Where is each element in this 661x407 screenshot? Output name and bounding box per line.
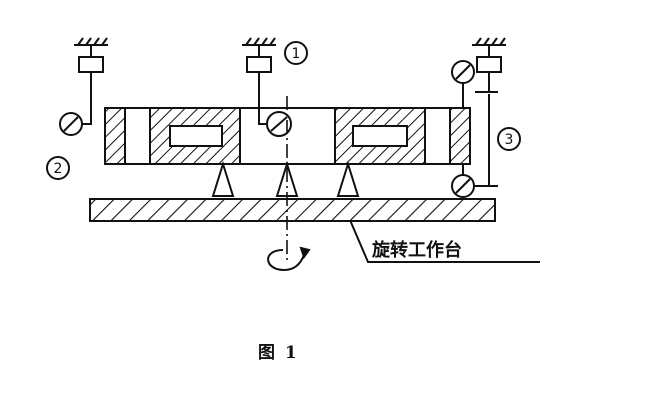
rotation-arrowhead bbox=[299, 246, 311, 260]
table-label-leader bbox=[349, 219, 540, 263]
dial-gauge-center bbox=[266, 111, 292, 137]
rotation-arrow bbox=[267, 249, 306, 272]
marker-2-circle bbox=[46, 156, 70, 180]
gauge-stand-right bbox=[474, 94, 490, 187]
support-3 bbox=[336, 160, 360, 197]
rotary-table bbox=[89, 198, 496, 222]
marker-3-label: 3 bbox=[505, 132, 514, 148]
figure-caption: 图 1 bbox=[258, 343, 299, 363]
fixed-mount-center bbox=[242, 37, 276, 73]
marker-1-label: 1 bbox=[292, 46, 301, 62]
hatch-section-right bbox=[334, 107, 426, 165]
dial-gauge-left bbox=[59, 112, 83, 136]
indicator-arm-left bbox=[82, 72, 92, 125]
marker-1-circle bbox=[284, 41, 308, 65]
hatch-left-edge bbox=[104, 107, 126, 165]
support-2 bbox=[275, 160, 299, 197]
indicator-arm-center bbox=[258, 72, 268, 125]
fixed-mount-right bbox=[472, 37, 506, 73]
rotary-table-label: 旋转工作台 bbox=[371, 239, 462, 261]
marker-3-circle bbox=[497, 127, 521, 151]
support-1 bbox=[211, 160, 235, 197]
hatch-section-left bbox=[149, 107, 241, 165]
hatch-right-edge bbox=[449, 107, 471, 165]
fixed-mount-left bbox=[74, 37, 108, 73]
marker-2-label: 2 bbox=[54, 161, 63, 177]
indicator-arm-right bbox=[475, 72, 490, 93]
